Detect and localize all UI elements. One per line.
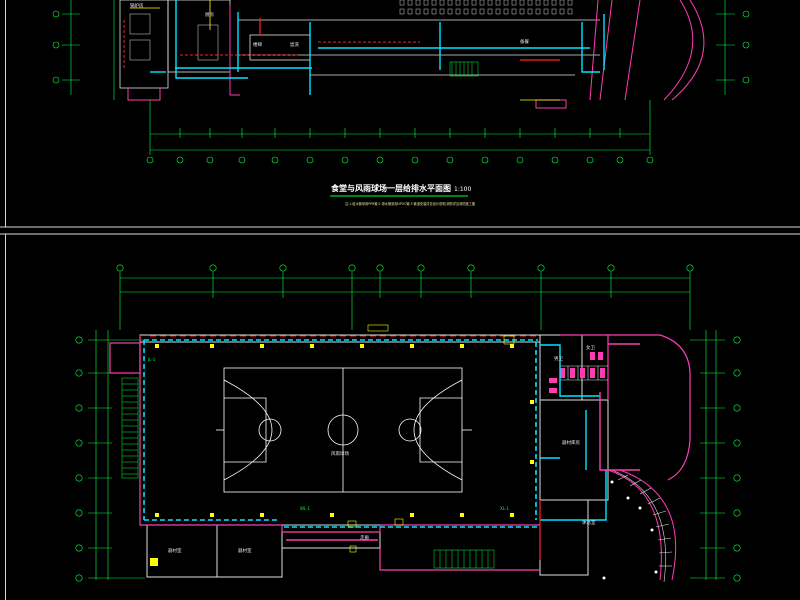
room-label-lounge: 休息室	[582, 521, 596, 526]
drawing-scale: 1:100	[454, 186, 472, 193]
room-label-storage-2: 器材室	[238, 549, 252, 554]
basketball-court	[216, 367, 472, 493]
bottom-plan	[75, 264, 741, 583]
dining-seat-grid	[399, 0, 573, 15]
room-label-equipment: 器材库房	[562, 441, 580, 446]
drawing-title-text: 食堂与风雨球场一层给排水平面图	[331, 184, 451, 193]
room-label-court: 风雨球场	[331, 452, 349, 457]
toilet-fixtures	[549, 352, 605, 393]
stair-bottom	[433, 549, 495, 569]
pipe-tag-jl: JL-1	[148, 357, 156, 362]
room-label-toilet-men: 男卫	[554, 357, 563, 362]
room-label-corridor: 走廊	[360, 536, 369, 541]
room-label-boiler: 锅炉房	[130, 4, 144, 9]
pipe-tag-xl: XL-1	[500, 506, 509, 511]
room-label-storage-1: 器材室	[168, 549, 182, 554]
pipe-tag-wl: WL-1	[300, 506, 311, 511]
room-label-toilet-women: 女卫	[586, 346, 595, 351]
stair-left	[121, 377, 139, 479]
room-label-prep: 备餐	[520, 40, 529, 45]
room-label-wash: 盥洗	[290, 43, 299, 48]
drawing-note: 注:1.给水管采用PPR管;2.排水管采用UPVC管;3.管道安装详见设计说明,…	[345, 202, 476, 206]
room-label-stair: 楼梯	[253, 43, 262, 48]
room-label-kitchen: 厨房	[205, 13, 214, 18]
top-plan	[52, 0, 750, 197]
